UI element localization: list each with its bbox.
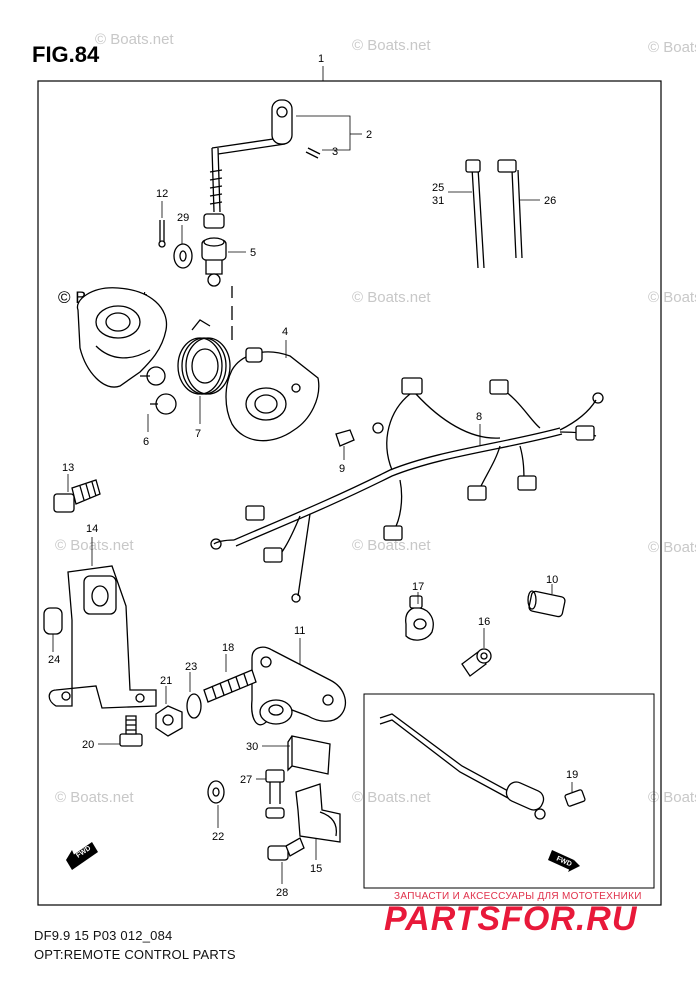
- callout-2: 2: [366, 129, 372, 141]
- callout-25: 25: [432, 182, 444, 194]
- clip-17: [405, 595, 434, 641]
- bolt-20: [119, 715, 143, 747]
- washer-23: [186, 693, 202, 719]
- callout-21: 21: [160, 675, 172, 687]
- callout-19: 19: [566, 769, 578, 781]
- cable-ties: [465, 159, 523, 269]
- watermark: © Boats.net: [352, 289, 431, 306]
- spring: [177, 319, 231, 395]
- fwd-arrow-icon: FWD: [66, 842, 98, 870]
- nut-21: [155, 705, 183, 737]
- mounting-bracket: [48, 565, 157, 709]
- connector-cap: [527, 590, 566, 618]
- cotter-pin: [158, 220, 166, 248]
- callout-31: 31: [432, 195, 444, 207]
- callout-11: 11: [294, 625, 305, 637]
- watermark: © Boats.net: [352, 789, 431, 806]
- callout-16: 16: [478, 616, 490, 628]
- callout-27: 27: [240, 774, 252, 786]
- callout-23: 23: [185, 661, 197, 673]
- bolt-27: [265, 769, 285, 819]
- washer-29: [173, 243, 193, 269]
- callout-17: 17: [412, 581, 424, 593]
- stud-bolt: [203, 669, 257, 703]
- callout-12: 12: [156, 188, 168, 200]
- inset-frame: [363, 693, 655, 889]
- throttle-link-rod: [209, 99, 321, 213]
- callout-14: 14: [86, 523, 98, 535]
- callout-5: 5: [250, 247, 256, 259]
- callout-1: 1: [318, 53, 324, 65]
- callout-9: 9: [339, 463, 345, 475]
- figure-title: FIG.84: [32, 42, 100, 67]
- brand-logo: PARTSFOR.RU: [384, 900, 638, 938]
- brand-tagline: ЗАПЧАСТИ И АКСЕССУАРЫ ДЛЯ МОТОТЕХНИКИ: [394, 891, 642, 902]
- callout-28: 28: [276, 887, 288, 899]
- watermark: © Boats.net: [55, 789, 134, 806]
- inset-cable: [379, 713, 586, 820]
- wiring-harness: [210, 377, 604, 603]
- watermark: © Boats.net: [648, 39, 696, 56]
- callout-15: 15: [310, 863, 322, 875]
- watermark: © Boats.net: [95, 31, 174, 48]
- callout-7: 7: [195, 428, 201, 440]
- callout-22: 22: [212, 831, 224, 843]
- callout-6: 6: [143, 436, 149, 448]
- terminal-16: [461, 648, 492, 677]
- bolt-28: [267, 837, 305, 861]
- cam-housing: [225, 347, 320, 442]
- diagram-frame: [37, 80, 662, 906]
- watermark: © Boats.net: [648, 289, 696, 306]
- bolt-13: [53, 479, 101, 513]
- link-bracket: [76, 287, 177, 415]
- clamp-bracket: [295, 783, 341, 843]
- throttle-bracket: [251, 646, 347, 726]
- callout-20: 20: [82, 739, 94, 751]
- watermark: © Boats.net: [648, 789, 696, 806]
- section-title: OPT:REMOTE CONTROL PARTS: [34, 947, 236, 962]
- callout-30: 30: [246, 741, 258, 753]
- callout-13: 13: [62, 462, 74, 474]
- callout-10: 10: [546, 574, 558, 586]
- callout-26: 26: [544, 195, 556, 207]
- plate-30: [287, 735, 331, 775]
- adjuster: [201, 213, 233, 340]
- fwd-arrow-icon: FWD: [548, 850, 580, 872]
- callout-18: 18: [222, 642, 234, 654]
- watermark: © Boats.net: [648, 539, 696, 556]
- watermark: © Boats.net: [352, 537, 431, 554]
- model-code: DF9.9 15 P03 012_084: [34, 928, 173, 943]
- watermark: © Boats.net: [352, 37, 431, 54]
- washer-22: [207, 780, 225, 804]
- callout-29: 29: [177, 212, 189, 224]
- callout-8: 8: [476, 411, 482, 423]
- bushing-24: [43, 607, 63, 635]
- callout-4: 4: [282, 326, 288, 338]
- callout-24: 24: [48, 654, 60, 666]
- callout-3: 3: [332, 146, 338, 158]
- watermark: © Boats.net: [55, 537, 134, 554]
